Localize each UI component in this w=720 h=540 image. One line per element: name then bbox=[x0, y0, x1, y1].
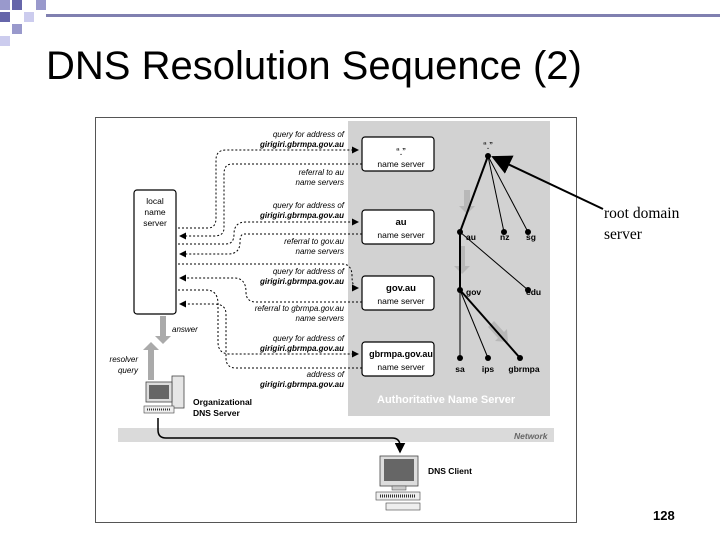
callout-arrow bbox=[491, 155, 604, 210]
local-name-server-box bbox=[133, 189, 177, 315]
tree-root-label: “.” bbox=[483, 141, 492, 152]
message-arrows bbox=[178, 146, 362, 369]
arrow-query-3 bbox=[178, 263, 359, 292]
tree-node-edu: edu bbox=[526, 287, 541, 297]
local-server-line1: local bbox=[146, 196, 164, 206]
org-server-line2: DNS Server bbox=[193, 408, 240, 418]
arrow-query-1 bbox=[178, 146, 359, 229]
resolver-query-line2: query bbox=[118, 366, 139, 375]
tree-node-gbrmpa: gbrmpa bbox=[508, 364, 539, 374]
network-link bbox=[157, 418, 406, 454]
server-box-gbrmpa: gbrmpa.gov.au name server bbox=[361, 341, 435, 377]
msg-3-line1: query for address of bbox=[273, 201, 345, 210]
arrow-referral-1 bbox=[179, 163, 362, 240]
message-labels: query for address of girigiri.gbrmpa.gov… bbox=[255, 130, 345, 389]
msg-1-line1: query for address of bbox=[273, 130, 345, 139]
tree-node-sa: sa bbox=[455, 364, 465, 374]
server-gov-au-line1: gov.au bbox=[386, 283, 416, 294]
msg-7-line2: girigiri.gbrmpa.gov.au bbox=[259, 344, 344, 353]
tree-node-ips: ips bbox=[482, 364, 495, 374]
local-server-line2: name bbox=[144, 207, 166, 217]
corner-square-4 bbox=[0, 12, 10, 22]
local-server-line3: server bbox=[143, 218, 167, 228]
resolver-arrow bbox=[143, 342, 159, 380]
page-number: 128 bbox=[653, 508, 675, 523]
corner-square-3 bbox=[36, 0, 46, 10]
org-server-computer-icon bbox=[143, 375, 185, 414]
msg-8-line2: girigiri.gbrmpa.gov.au bbox=[259, 380, 344, 389]
network-label: Network bbox=[514, 431, 549, 441]
msg-2-line1: referral to au bbox=[299, 168, 345, 177]
tree-nodes bbox=[457, 153, 531, 361]
msg-7-line1: query for address of bbox=[273, 334, 345, 343]
tree-edges bbox=[459, 155, 529, 359]
msg-6-line2: name servers bbox=[296, 314, 344, 323]
tree-node-sg: sg bbox=[526, 232, 536, 242]
corner-square-5 bbox=[24, 12, 34, 22]
msg-5-line1: query for address of bbox=[273, 267, 345, 276]
dns-diagram: Authoritative Name Server Network local … bbox=[110, 121, 554, 511]
server-gbrmpa-line2: name server bbox=[377, 362, 424, 372]
msg-2-line2: name servers bbox=[296, 178, 344, 187]
msg-5-line2: girigiri.gbrmpa.gov.au bbox=[259, 277, 344, 286]
header-rule bbox=[46, 14, 720, 17]
answer-label: answer bbox=[172, 325, 198, 334]
arrow-query-4 bbox=[178, 289, 359, 358]
msg-6-line1: referral to gbrmpa.gov.au bbox=[255, 304, 345, 313]
callout-line2: server bbox=[604, 226, 642, 243]
dns-client-computer-icon bbox=[375, 455, 421, 511]
msg-3-line2: girigiri.gbrmpa.gov.au bbox=[259, 211, 344, 220]
grey-arrows bbox=[143, 316, 171, 380]
server-box-root: “.” name server bbox=[361, 136, 435, 172]
answer-arrow bbox=[155, 316, 171, 344]
tree-node-nz: nz bbox=[500, 232, 509, 242]
dns-client-label: DNS Client bbox=[428, 466, 472, 476]
tree-node-au: au bbox=[466, 232, 476, 242]
msg-8-line1: address of bbox=[307, 370, 345, 379]
server-au-line2: name server bbox=[377, 230, 424, 240]
msg-4-line1: referral to gov.au bbox=[284, 237, 344, 246]
diagram-frame: Authoritative Name Server Network local … bbox=[95, 117, 577, 523]
slide-title: DNS Resolution Sequence (2) bbox=[46, 44, 582, 88]
corner-square-1 bbox=[0, 0, 10, 10]
corner-square-6 bbox=[12, 24, 22, 34]
msg-1-line2: girigiri.gbrmpa.gov.au bbox=[259, 140, 344, 149]
server-box-au: au name server bbox=[361, 209, 435, 245]
server-gov-au-line2: name server bbox=[377, 296, 424, 306]
arrow-address-4 bbox=[179, 300, 362, 369]
org-server-line1: Organizational bbox=[193, 397, 252, 407]
root-domain-callout: root domain server bbox=[604, 203, 679, 245]
server-root-line2: name server bbox=[377, 159, 424, 169]
callout-line1: root domain bbox=[604, 205, 680, 222]
server-box-gov-au: gov.au name server bbox=[361, 275, 435, 311]
corner-square-7 bbox=[0, 36, 10, 46]
arrow-referral-3 bbox=[179, 274, 362, 303]
resolver-query-line1: resolver bbox=[110, 355, 139, 364]
tree-node-gov: gov bbox=[466, 287, 481, 297]
msg-4-line2: name servers bbox=[296, 247, 344, 256]
corner-square-2 bbox=[12, 0, 22, 10]
server-au-line1: au bbox=[395, 217, 406, 228]
arrow-query-2 bbox=[178, 218, 359, 245]
server-gbrmpa-line1: gbrmpa.gov.au bbox=[369, 349, 433, 359]
authoritative-label: Authoritative Name Server bbox=[377, 394, 516, 406]
dns-tree: “.” au nz sg gov edu sa ips gbrmpa bbox=[454, 141, 541, 374]
server-root-line1: “.” bbox=[396, 147, 405, 158]
